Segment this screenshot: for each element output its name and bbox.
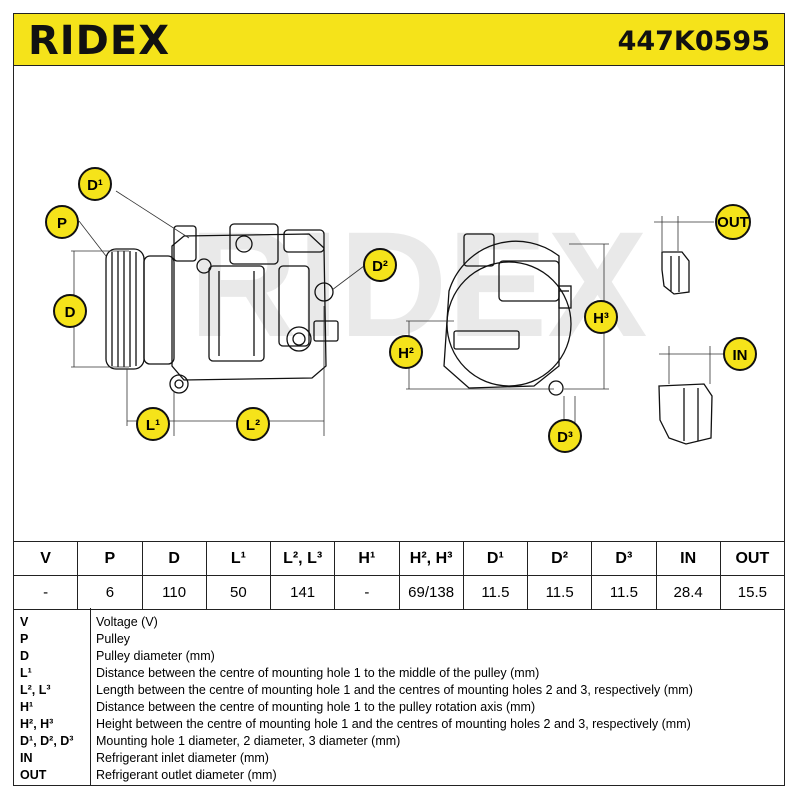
legend-text: Pulley	[96, 632, 131, 646]
header-bar: RIDEX 447K0595	[13, 13, 785, 66]
callout-out: OUT	[715, 204, 751, 240]
specs-header-row: V P D L¹ L², L³ H¹ H², H³ D¹ D² D³ IN OU…	[12, 541, 786, 576]
brand-logo: RIDEX	[28, 18, 171, 64]
part-number: 447K0595	[617, 26, 770, 57]
legend-key: OUT	[20, 768, 47, 782]
spec-value: 11.5	[591, 575, 657, 610]
legend-key: L², L³	[20, 683, 51, 697]
spec-value: 141	[269, 575, 336, 610]
specs-value-row: - 6 110 50 141 - 69/138 11.5 11.5 11.5 2…	[12, 575, 786, 610]
inlet-fitting	[658, 383, 713, 445]
callout-d3: D³	[548, 419, 582, 453]
callout-d2-label: D²	[372, 258, 388, 275]
callout-p: P	[45, 205, 79, 239]
callout-in: IN	[723, 337, 757, 371]
compressor-front-view	[443, 233, 572, 396]
spec-value: -	[334, 575, 400, 610]
specs-table: V P D L¹ L², L³ H¹ H², H³ D¹ D² D³ IN OU…	[12, 541, 786, 610]
callout-h3: H³	[584, 300, 618, 334]
legend-key: L¹	[20, 666, 32, 680]
callout-h3-label: H³	[593, 310, 609, 327]
callout-d3-label: D³	[557, 429, 573, 446]
callout-h2-label: H²	[398, 345, 414, 362]
callout-d: D	[53, 294, 87, 328]
spec-header: D¹	[462, 541, 529, 576]
legend-text: Height between the centre of mounting ho…	[96, 717, 691, 731]
legend-text: Pulley diameter (mm)	[96, 649, 215, 663]
spec-header: IN	[655, 541, 721, 576]
legend-text: Distance between the centre of mounting …	[96, 666, 540, 680]
legend-separator	[90, 608, 91, 785]
legend-text: Refrigerant inlet diameter (mm)	[96, 751, 269, 765]
spec-header: D²	[526, 541, 593, 576]
spec-value: 69/138	[398, 575, 464, 610]
callout-h2: H²	[389, 335, 423, 369]
spec-header: OUT	[719, 541, 786, 576]
spec-header: H¹	[334, 541, 400, 576]
spec-header: H², H³	[398, 541, 464, 576]
callout-l2-label: L²	[246, 417, 260, 434]
callout-d1: D¹	[78, 167, 112, 201]
callout-in-label: IN	[733, 347, 748, 364]
legend-key: D	[20, 649, 30, 663]
legend-text: Voltage (V)	[96, 615, 158, 629]
spec-value: 11.5	[462, 575, 529, 610]
callout-l1: L¹	[136, 407, 170, 441]
spec-value: 28.4	[655, 575, 721, 610]
legend-key: H², H³	[20, 717, 54, 731]
spec-header: L², L³	[269, 541, 336, 576]
legend-key: V	[20, 615, 29, 629]
spec-value: -	[12, 575, 79, 610]
spec-header: V	[12, 541, 79, 576]
callout-d1-label: D¹	[87, 177, 103, 194]
callout-l2: L²	[236, 407, 270, 441]
technical-drawing: RIDEX	[13, 66, 785, 541]
spec-value: 50	[205, 575, 272, 610]
spec-value: 11.5	[526, 575, 593, 610]
spec-value: 110	[141, 575, 207, 610]
legend-key: D¹, D², D³	[20, 734, 74, 748]
legend-text: Distance between the centre of mounting …	[96, 700, 536, 714]
compressor-diagram: RIDEX	[45, 167, 757, 453]
watermark-text: RIDEX	[189, 200, 647, 368]
legend-text: Mounting hole 1 diameter, 2 diameter, 3 …	[96, 734, 401, 748]
spec-header: P	[77, 541, 143, 576]
legend-text: Length between the centre of mounting ho…	[96, 683, 693, 697]
spec-value: 15.5	[719, 575, 786, 610]
callout-out-label: OUT	[717, 214, 749, 231]
legend-box: V Voltage (V) P Pulley D Pulley diameter (m…	[13, 608, 785, 786]
inlet-dimension	[659, 346, 734, 384]
callout-d-label: D	[65, 304, 76, 321]
spec-value: 6	[77, 575, 143, 610]
outlet-dimension	[654, 216, 714, 251]
compressor-side-view	[105, 223, 339, 394]
legend-text: Refrigerant outlet diameter (mm)	[96, 768, 277, 782]
spec-header: D	[141, 541, 207, 576]
callout-d2: D²	[363, 248, 397, 282]
callout-l1-label: L¹	[146, 417, 160, 434]
spec-header: L¹	[205, 541, 272, 576]
legend-key: H¹	[20, 700, 34, 714]
outlet-fitting	[661, 251, 690, 295]
spec-header: D³	[591, 541, 657, 576]
legend-key: IN	[20, 751, 33, 765]
callout-p-label: P	[57, 215, 67, 232]
legend-key: P	[20, 632, 29, 646]
